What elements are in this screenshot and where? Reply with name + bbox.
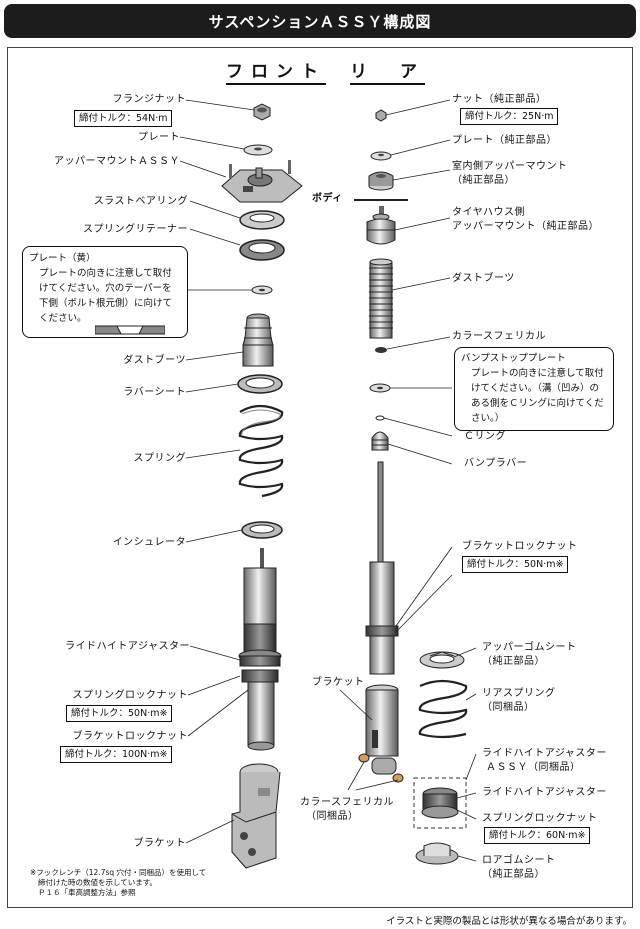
- front-insulator-label: インシュレータ: [112, 537, 186, 548]
- footnote-line-3: Ｐ１６「車高調整方法」参照: [38, 888, 136, 897]
- rear-rha-assy-outline: [413, 777, 467, 829]
- rear-nut-label: ナット（純正部品）: [452, 94, 547, 105]
- bump-note-title: バンプストッププレート: [461, 353, 566, 364]
- front-spring-lock-nut-torque: 締付トルク：50N·m※: [66, 705, 173, 722]
- front-bracket-label: ブラケット: [133, 838, 186, 849]
- plate-note-title: プレート（黄）: [29, 253, 96, 264]
- rear-spring-lock-nut-label: スプリングロックナット: [482, 813, 598, 824]
- rear-spring-lock-nut-torque: 締付トルク：60N·m※: [484, 827, 591, 844]
- front-plate-part: [243, 144, 273, 156]
- rear-rha-assy-label-1: ライドハイトアジャスター: [482, 748, 607, 759]
- front-thrust-bearing-label: スラストベアリング: [93, 196, 188, 207]
- rear-lower-rubber-sheet-part: [415, 842, 459, 865]
- plate-note-diagram: [95, 325, 165, 335]
- rear-nut-torque: 締付トルク：25N·m: [460, 108, 559, 125]
- rear-bracket-label: ブラケット: [312, 677, 365, 688]
- rear-spring-part: [418, 679, 468, 739]
- rear-tire-mount-label-1: タイヤハウス側: [452, 207, 525, 218]
- rear-nut-part: [375, 109, 387, 122]
- front-upper-mount-label: アッパーマウントＡＳＳＹ: [54, 156, 180, 167]
- rear-plate-part: [370, 151, 392, 161]
- front-flange-nut-label: フランジナット: [112, 94, 186, 105]
- front-spring-label: スプリング: [133, 453, 186, 464]
- rear-collar-spherical-2-label-2: （同梱品）: [306, 811, 359, 822]
- diagram-frame: [7, 47, 633, 908]
- front-heading: フロント: [226, 62, 326, 85]
- front-thrust-bearing-part: [239, 210, 285, 230]
- footnote-line-2: 締付けた時の数値を示しています。: [38, 878, 158, 887]
- front-yellow-plate-part: [251, 285, 273, 295]
- rear-spring-label-2: （同梱品）: [482, 702, 535, 713]
- front-flange-nut-part: [253, 103, 271, 121]
- front-insulator-part: [241, 521, 283, 539]
- page-title: サスペンションＡＳＳＹ構成図: [4, 4, 636, 38]
- plate-yellow-note: プレート（黄） プレートの向きに注意して取付 けてください。穴のテーパーを 下側…: [22, 246, 188, 338]
- rear-shock-absorber-part: [365, 461, 399, 675]
- rear-rha-label: ライドハイトアジャスター: [482, 787, 607, 798]
- disclaimer: イラストと実際の製品とは形状が異なる場合があります。: [386, 916, 632, 927]
- rear-lower-rubber-sheet-label-1: ロアゴムシート: [482, 855, 556, 866]
- rear-rha-part: [421, 787, 459, 819]
- front-rubber-sheet-part: [237, 374, 283, 394]
- rear-bracket-lock-nut-label: ブラケットロックナット: [462, 541, 578, 552]
- rear-c-ring-part: [375, 415, 385, 421]
- rear-bump-rubber-label: バンプラバー: [464, 458, 528, 469]
- rear-collar-spherical-2-label-1: カラースフェリカル: [300, 797, 394, 808]
- front-upper-mount-part: [221, 160, 303, 203]
- rear-dust-boots-label: ダストブーツ: [452, 273, 515, 284]
- rear-body-label: ボディ: [312, 193, 343, 204]
- front-flange-nut-torque: 締付トルク：54N·m: [74, 110, 173, 127]
- rear-dust-boots-part: [369, 258, 393, 339]
- rear-tire-mount-part: [366, 206, 396, 245]
- rear-upper-rubber-sheet-part: [419, 651, 465, 669]
- bump-stop-plate-note: バンプストッププレート プレートの向きに注意して取付 けてください。（溝（凹み）…: [454, 347, 614, 431]
- front-dust-boots-label: ダストブーツ: [123, 355, 186, 366]
- bump-note-body: プレートの向きに注意して取付 けてください。（溝（凹み）の ある側をＣリングに向…: [471, 368, 604, 424]
- front-bracket-lock-nut-label: ブラケットロックナット: [72, 731, 188, 742]
- rear-spring-label-1: リアスプリング: [482, 688, 556, 699]
- rear-bump-stop-plate-part: [369, 383, 391, 393]
- rear-lower-rubber-sheet-label-2: （純正部品）: [482, 869, 545, 880]
- front-spring-retainer-part: [239, 239, 285, 261]
- footnote-line-1: ※フックレンチ（12.7sq 穴付・同梱品）を使用して: [30, 868, 207, 877]
- rear-upper-rubber-sheet-label-2: （純正部品）: [482, 656, 545, 667]
- rear-bump-rubber-part: [371, 431, 389, 451]
- rear-collar-spherical-part: [375, 347, 387, 353]
- front-spring-retainer-label: スプリングリテーナー: [83, 224, 188, 235]
- front-spring-part: [238, 404, 284, 498]
- leader-lines: [179, 99, 477, 862]
- rear-heading: リ ア: [350, 62, 425, 85]
- front-plate-label: プレート: [138, 132, 180, 143]
- rear-bracket-lock-nut-torque: 締付トルク：50N·m※: [462, 556, 569, 573]
- rear-cabin-mount-label-1: 室内側アッパーマウント: [452, 161, 568, 172]
- rear-rha-assy-label-2: ＡＳＳＹ（同梱品）: [486, 762, 581, 773]
- plate-note-body: プレートの向きに注意して取付 けてください。穴のテーパーを 下側（ボルト根元側）…: [39, 268, 173, 324]
- rear-upper-rubber-sheet-label-1: アッパーゴムシート: [482, 642, 577, 653]
- front-bracket-part: [231, 763, 281, 869]
- front-dust-boots-part: [242, 313, 274, 367]
- front-spring-lock-nut-label: スプリングロックナット: [72, 690, 188, 701]
- rear-bracket-part: [358, 684, 404, 783]
- front-rubber-sheet-label: ラバーシート: [123, 387, 186, 398]
- rear-c-ring-label: Ｃリング: [464, 431, 506, 442]
- footnote: ※フックレンチ（12.7sq 穴付・同梱品）を使用して 締付けた時の数値を示して…: [30, 868, 206, 898]
- rear-collar-spherical-label: カラースフェリカル: [452, 331, 546, 342]
- rear-tire-mount-label-2: アッパーマウント（純正部品）: [452, 221, 599, 232]
- front-ride-height-adjuster-label: ライドハイトアジャスター: [65, 641, 190, 652]
- front-shock-absorber-part: [238, 548, 282, 751]
- rear-cabin-mount-label-2: （純正部品）: [452, 175, 515, 186]
- front-bracket-lock-nut-torque: 締付トルク：100N·m※: [60, 746, 173, 763]
- rear-cabin-mount-part: [368, 171, 394, 191]
- rear-plate-label: プレート（純正部品）: [452, 135, 557, 146]
